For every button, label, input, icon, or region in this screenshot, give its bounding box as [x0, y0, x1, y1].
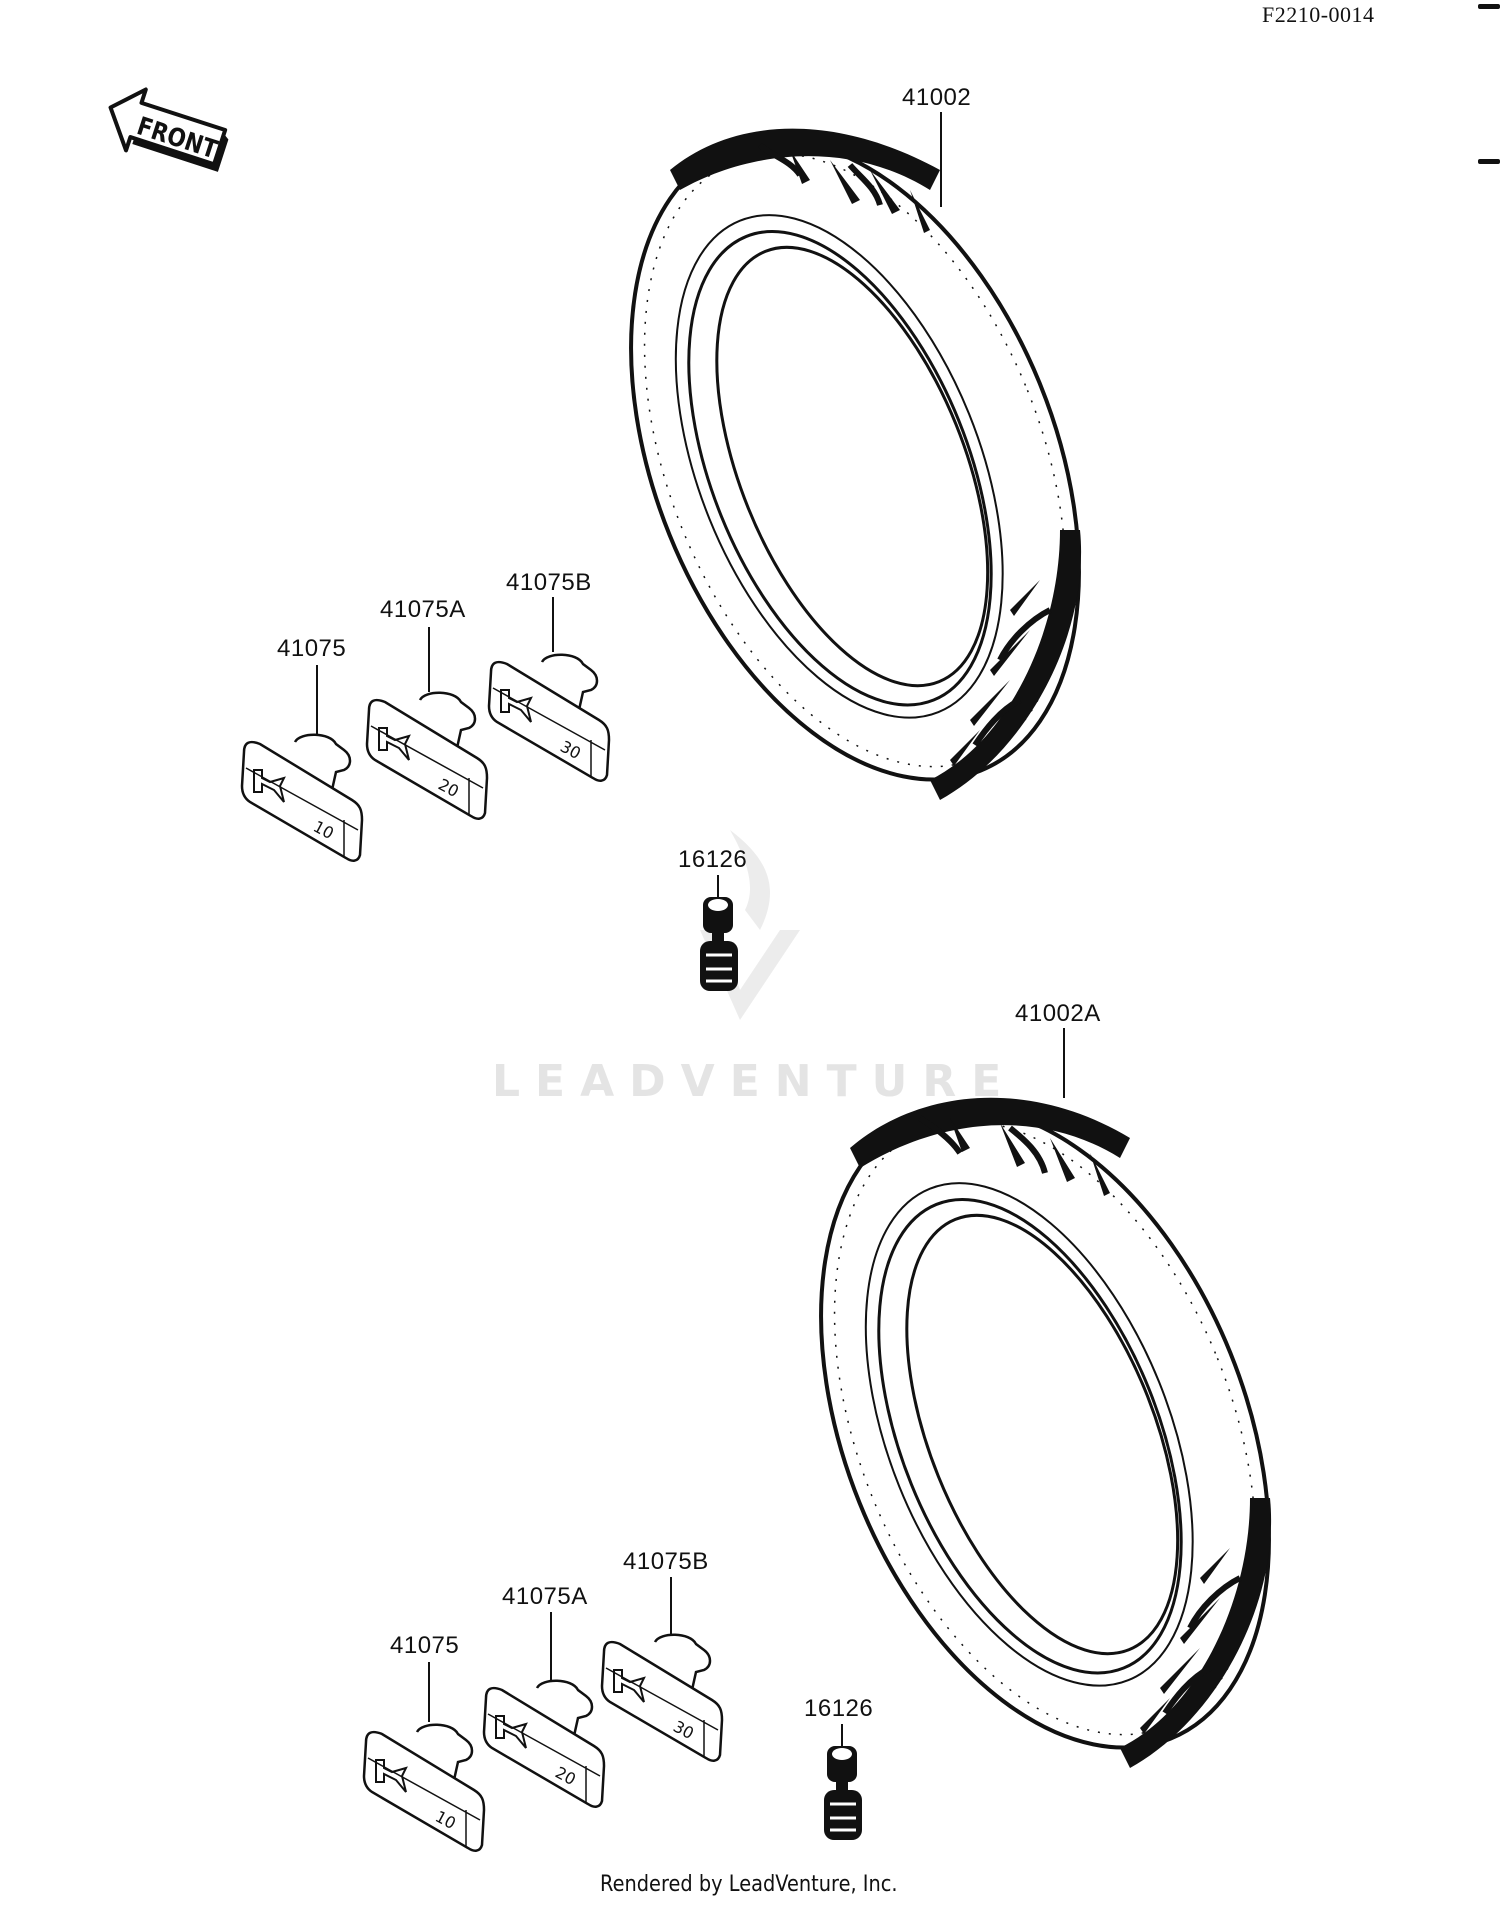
tire-valve[interactable] — [698, 895, 742, 995]
tire-valve[interactable] — [822, 1744, 866, 1844]
leader-line — [550, 1612, 552, 1680]
edge-registration-mark — [1478, 4, 1500, 9]
leader-line — [940, 112, 942, 207]
figure-code: F2210-0014 — [1262, 2, 1375, 27]
weight-ref-label[interactable]: 41075A — [380, 596, 466, 623]
leader-line — [717, 875, 719, 897]
footer-credit: Rendered by LeadVenture, Inc. — [600, 1872, 898, 1897]
watermark: LEADVENTURE — [492, 1056, 1017, 1107]
weight-ref-label[interactable]: 41075 — [390, 1632, 460, 1659]
leader-line — [670, 1577, 672, 1635]
edge-registration-mark — [1478, 159, 1500, 164]
balance-weight-30[interactable]: 30 — [487, 650, 617, 785]
weight-ref-label[interactable]: 41075A — [502, 1583, 588, 1610]
valve-ref-label[interactable]: 16126 — [678, 846, 748, 873]
front-arrow-icon: FRONT — [108, 87, 229, 172]
weight-ref-label[interactable]: 41075 — [277, 635, 347, 662]
tire-ref-label[interactable]: 41002A — [1015, 1000, 1101, 1027]
leader-line — [841, 1724, 843, 1746]
tire-41002a[interactable] — [800, 1078, 1290, 1778]
tire-41002[interactable] — [610, 110, 1100, 810]
valve-ref-label[interactable]: 16126 — [804, 1695, 874, 1722]
balance-weight-20[interactable]: 20 — [482, 1676, 612, 1811]
balance-weight-10[interactable]: 10 — [362, 1720, 492, 1855]
balance-weight-10[interactable]: 10 — [240, 730, 370, 865]
leader-line — [1063, 1028, 1065, 1098]
leader-line — [428, 627, 430, 692]
weight-ref-label[interactable]: 41075B — [506, 569, 592, 596]
leader-line — [316, 665, 318, 735]
leader-line — [428, 1662, 430, 1722]
leader-line — [552, 597, 554, 652]
tire-ref-label[interactable]: 41002 — [902, 84, 972, 111]
balance-weight-30[interactable]: 30 — [600, 1630, 730, 1765]
balance-weight-20[interactable]: 20 — [365, 688, 495, 823]
weight-ref-label[interactable]: 41075B — [623, 1548, 709, 1575]
